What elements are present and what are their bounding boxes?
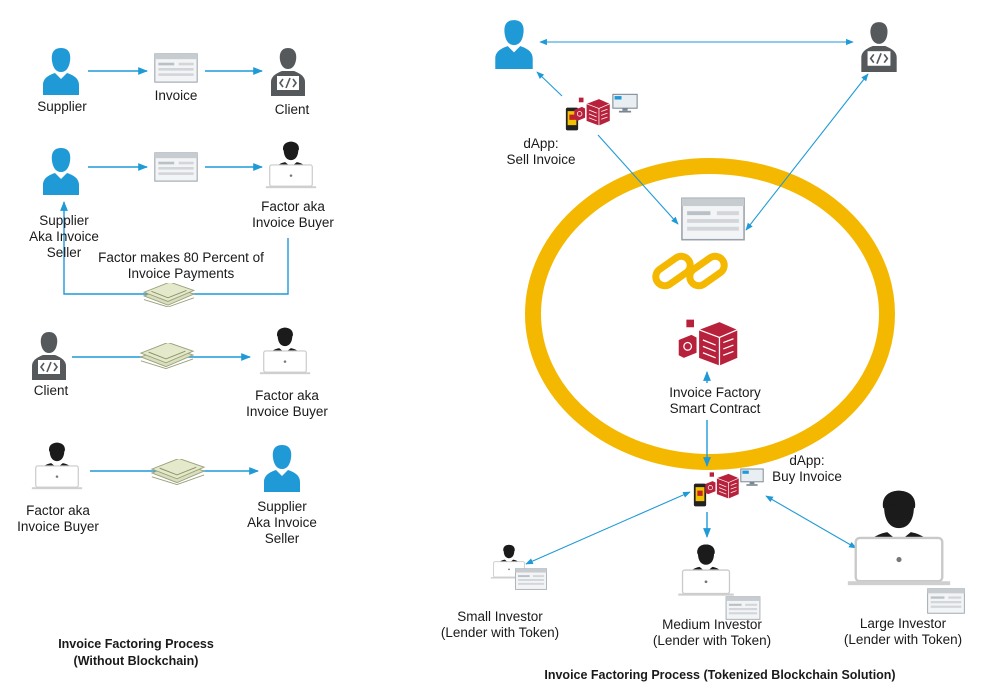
- supplier-label-line: Aka Invoice: [247, 515, 317, 530]
- factor-label-line: Factor aka: [255, 388, 319, 403]
- factor-label-line: Invoice Buyer: [246, 404, 328, 419]
- seller-label: Supplier Aka Invoice Seller: [14, 213, 114, 261]
- seller-icon: [495, 20, 533, 69]
- money-stack-icon: [143, 283, 195, 307]
- invoice-window-icon: [154, 53, 198, 83]
- sell-dapp-to-invoice-arrow: [597, 134, 679, 225]
- buy-dapp-label-line: dApp:: [789, 453, 825, 468]
- money-stack-icon: [140, 343, 194, 369]
- laptop-person-icon: [31, 442, 83, 490]
- factor-label-line: Factor aka: [261, 199, 325, 214]
- factor-label-line: Invoice Buyer: [17, 519, 99, 534]
- code-person-icon: [270, 47, 306, 96]
- supplier-label: Supplier: [37, 99, 87, 114]
- smart-contract-icon: [573, 97, 611, 126]
- code-person-icon: [31, 331, 67, 380]
- blockchain-flow: [490, 20, 965, 620]
- factor-label: Factor aka Invoice Buyer: [3, 503, 113, 535]
- client-label: Client: [33, 383, 69, 398]
- row3-flow: [31, 327, 311, 380]
- sell-dapp-label-line: Sell Invoice: [506, 152, 576, 167]
- left-caption: Invoice Factoring Process (Without Block…: [36, 636, 236, 670]
- smart-contract-label-line: Smart Contract: [669, 401, 761, 416]
- large-investor-label-line: Large Investor: [859, 616, 947, 631]
- laptop-person-icon: [259, 327, 311, 375]
- payment-note: Factor makes 80 Percent of Invoice Payme…: [86, 250, 276, 282]
- payment-note-line: Invoice Payments: [127, 266, 235, 281]
- smart-contract-label: Invoice Factory Smart Contract: [652, 385, 778, 417]
- factor-label: Factor aka Invoice Buyer: [232, 388, 342, 420]
- client-label: Client: [274, 102, 310, 117]
- invoice-label: Invoice: [154, 88, 198, 103]
- row1-flow: [43, 47, 306, 96]
- sell-dapp-label: dApp: Sell Invoice: [491, 136, 591, 168]
- large-investor-label: Large Investor (Lender with Token): [833, 616, 973, 648]
- smart-contract-icon: [678, 318, 738, 367]
- medium-investor-label-line: Medium Investor: [662, 617, 762, 632]
- small-investor-label: Small Investor (Lender with Token): [430, 609, 570, 641]
- factor-label-line: Factor aka: [26, 503, 90, 518]
- invoice-window-icon: [515, 568, 547, 590]
- smart-contract-icon: [704, 471, 740, 499]
- row4-flow: [31, 442, 300, 492]
- supplier-label-line: Seller: [264, 531, 300, 546]
- seller-label-line: Supplier: [39, 213, 89, 228]
- row2-flow: [43, 141, 317, 307]
- invoice-window-icon: [681, 197, 745, 241]
- invoice-window-icon: [927, 588, 965, 614]
- factor-label-line: Invoice Buyer: [252, 215, 334, 230]
- invoice-window-icon: [725, 596, 761, 620]
- buy-dapp-label-line: Buy Invoice: [772, 469, 842, 484]
- large-investor-label-line: (Lender with Token): [843, 632, 963, 647]
- supplier-seller-icon: [43, 148, 79, 195]
- dapp-to-seller-arrow: [536, 71, 563, 97]
- supplier-label-line: Supplier: [257, 499, 307, 514]
- phone-dapp-icon: [693, 483, 707, 507]
- laptop-person-icon: [265, 141, 317, 189]
- supplier-icon: [43, 48, 79, 95]
- invoice-window-icon: [154, 152, 198, 182]
- medium-investor-label-line: (Lender with Token): [652, 633, 772, 648]
- payment-note-line: Factor makes 80 Percent of: [98, 250, 264, 265]
- buy-dapp-label: dApp: Buy Invoice: [757, 453, 857, 485]
- left-caption-line: Invoice Factoring Process: [58, 637, 214, 651]
- small-investor-label-line: Small Investor: [457, 609, 543, 624]
- left-caption-line: (Without Blockchain): [73, 654, 199, 668]
- smart-contract-label-line: Invoice Factory: [669, 385, 761, 400]
- right-caption: Invoice Factoring Process (Tokenized Blo…: [544, 668, 896, 682]
- seller-label-line: Aka Invoice: [29, 229, 99, 244]
- invoice-client-arrow: [745, 73, 869, 231]
- medium-investor-label: Medium Investor (Lender with Token): [642, 617, 782, 649]
- supplier-seller-icon: [264, 445, 300, 492]
- monitor-icon: [612, 93, 638, 113]
- small-investor-label-line: (Lender with Token): [440, 625, 560, 640]
- small-investor-arrow: [525, 491, 691, 565]
- large-investor-icon: [846, 489, 952, 587]
- supplier-seller-label: Supplier Aka Invoice Seller: [232, 499, 332, 547]
- seller-label-line: Seller: [46, 245, 82, 260]
- chain-link-icon: [652, 252, 728, 290]
- factor-label: Factor aka Invoice Buyer: [238, 199, 348, 231]
- client-icon: [860, 21, 898, 72]
- sell-dapp-label-line: dApp:: [523, 136, 559, 151]
- large-investor-arrow: [765, 495, 857, 549]
- money-stack-icon: [151, 459, 205, 485]
- medium-investor-icon: [677, 543, 735, 597]
